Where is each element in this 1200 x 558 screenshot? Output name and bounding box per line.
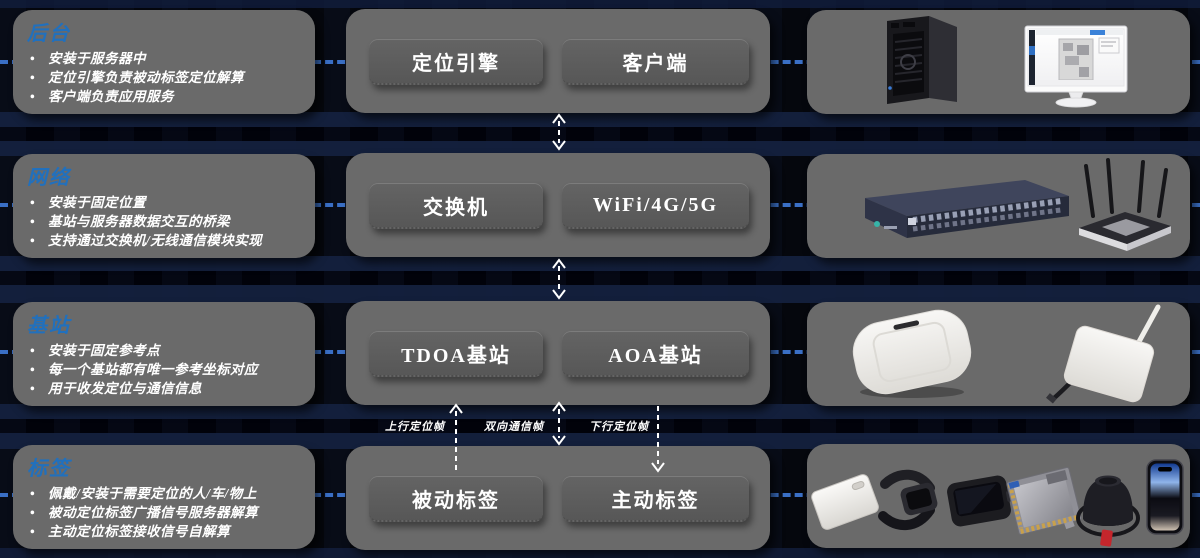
panel-title: 网络 [27,167,71,189]
node-box-client: 客户端 [562,39,749,85]
node-box-passive-tag: 被动标签 [369,476,543,522]
tag-info-panel: 标签 佩戴/安装于需要定位的人/车/物上 被动定位标签广播信号服务器解算 主动定… [13,445,315,549]
bullet-text: 支持通过交换机/无线通信模块实现 [27,231,301,250]
bullet-list: 安装于固定位置 基站与服务器数据交互的桥梁 支持通过交换机/无线通信模块实现 [27,193,301,250]
card-tag-icon [811,474,879,530]
pcb-module-icon [1006,466,1082,536]
node-box-positioning-engine: 定位引擎 [369,39,543,85]
network-switch-icon [865,180,1069,238]
station-info-panel: 基站 安装于固定参考点 每一个基站都有唯一参考坐标对应 用于收发定位与通信信息 [13,302,315,406]
bullet-text: 定位引擎负责被动标签定位解算 [27,68,301,87]
antenna-base-station-icon [1046,304,1161,404]
network-devices-illustration [865,158,1171,251]
backend-devices-illustration [887,16,1128,108]
tag-node-panel: 被动标签 主动标签 [346,446,770,550]
uplink-frame-label: 上行定位帧 [385,421,445,433]
network-device-panel [807,154,1190,258]
backend-network-arrow [552,113,566,151]
downlink-frame-label: 下行定位帧 [589,421,649,433]
node-box-wifi-4g-5g: WiFi/4G/5G [562,183,749,229]
desktop-monitor-icon [1024,25,1128,108]
network-station-arrow [552,258,566,300]
node-box-active-tag: 主动标签 [562,476,749,522]
bullet-list: 佩戴/安装于需要定位的人/车/物上 被动定位标签广播信号服务器解算 主动定位标签… [27,484,301,541]
bullet-text: 被动定位标签广播信号服务器解算 [27,503,301,522]
bullet-text: 每一个基站都有唯一参考坐标对应 [27,360,301,379]
network-node-panel: 交换机 WiFi/4G/5G [346,153,770,257]
bullet-text: 安装于服务器中 [27,49,301,68]
ceiling-access-point-icon [852,309,972,398]
panel-title: 基站 [27,315,71,337]
bullet-text: 安装于固定参考点 [27,341,301,360]
dome-antenna-tag-icon [1064,475,1140,547]
station-device-panel [807,302,1190,406]
bullet-text: 用于收发定位与通信信息 [27,379,301,398]
node-box-tdoa-station: TDOA基站 [369,331,543,377]
tag-device-panel [807,444,1190,548]
bidirectional-frame-label: 双向通信帧 [484,421,544,433]
panel-title: 标签 [27,458,71,480]
bullet-text: 基站与服务器数据交互的桥梁 [27,212,301,231]
bullet-text: 安装于固定位置 [27,193,301,212]
bullet-text: 佩戴/安装于需要定位的人/车/物上 [27,484,301,503]
tag-devices-illustration [811,459,1184,547]
panel-title: 后台 [27,23,71,45]
tower-server-icon [887,16,957,104]
node-box-aoa-station: AOA基站 [562,331,749,377]
bullet-text: 主动定位标签接收信号自解算 [27,522,301,541]
smartphone-icon [1146,459,1184,535]
node-box-switch: 交换机 [369,183,543,229]
backend-node-panel: 定位引擎 客户端 [346,9,770,113]
backend-device-panel [807,10,1190,114]
wristband-tag-icon [878,469,938,530]
station-devices-illustration [852,304,1161,404]
bidirectional-comm-arrow [552,401,566,446]
bullet-text: 客户端负责应用服务 [27,87,301,106]
station-node-panel: TDOA基站 AOA基站 [346,301,770,405]
bullet-list: 安装于固定参考点 每一个基站都有唯一参考坐标对应 用于收发定位与通信信息 [27,341,301,398]
network-info-panel: 网络 安装于固定位置 基站与服务器数据交互的桥梁 支持通过交换机/无线通信模块实… [13,154,315,258]
bullet-list: 安装于服务器中 定位引擎负责被动标签定位解算 客户端负责应用服务 [27,49,301,106]
backend-info-panel: 后台 安装于服务器中 定位引擎负责被动标签定位解算 客户端负责应用服务 [13,10,315,114]
box-tag-icon [947,475,1012,527]
wireless-router-icon [1079,158,1171,251]
